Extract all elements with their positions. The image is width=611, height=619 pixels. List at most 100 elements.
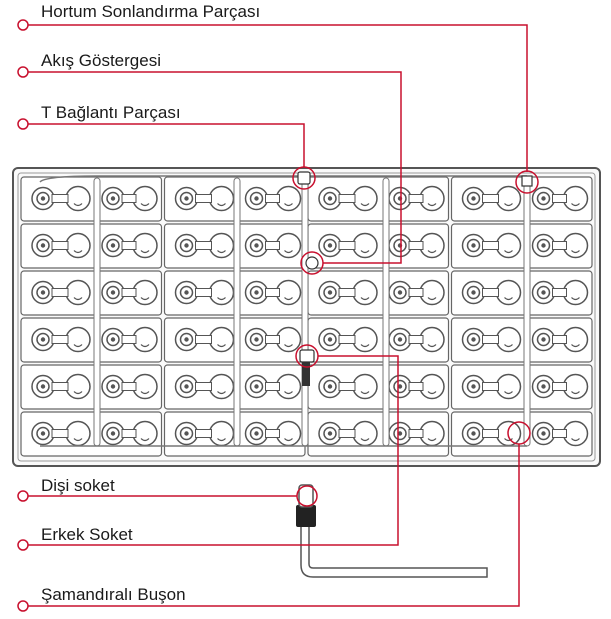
terminal-center bbox=[471, 431, 476, 436]
flow-indicator-fitting bbox=[305, 256, 319, 270]
terminal-bridge bbox=[338, 288, 356, 297]
vent-plug-mark bbox=[284, 250, 293, 254]
vent-plug bbox=[275, 185, 302, 212]
terminal-ring bbox=[106, 332, 120, 347]
vent-plug bbox=[352, 279, 378, 306]
vent-plug-mark bbox=[140, 297, 150, 301]
terminal-center bbox=[40, 384, 46, 389]
terminal-ring bbox=[536, 285, 551, 300]
terminal-ring bbox=[179, 426, 194, 441]
terminal-ring bbox=[536, 238, 551, 253]
terminal-ring bbox=[466, 285, 481, 300]
vent-plug bbox=[132, 420, 158, 447]
callout-flow-indicator-circle bbox=[300, 251, 324, 275]
terminal-center bbox=[541, 337, 546, 342]
label-flow-indicator: Akış Göstergesi bbox=[41, 51, 161, 70]
terminal-center bbox=[254, 384, 259, 389]
pipe-vertical bbox=[93, 177, 101, 447]
label-hose-end: Hortum Sonlandırma Parçası bbox=[41, 2, 261, 21]
label-t-connector: T Bağlantı Parçası bbox=[41, 103, 181, 122]
label-float-plug: Şamandıralı Buşon bbox=[41, 585, 186, 604]
terminal-bridge bbox=[121, 288, 137, 297]
terminal-center bbox=[184, 384, 189, 389]
callout-hose-end-circle bbox=[515, 170, 539, 194]
terminal-ring bbox=[106, 379, 120, 394]
vent-plug-mark bbox=[427, 297, 437, 301]
vent-plug bbox=[132, 326, 158, 353]
cell-block bbox=[20, 270, 163, 316]
vent-plug bbox=[495, 373, 522, 400]
terminal-center bbox=[184, 431, 189, 436]
vent-plug-mark bbox=[73, 297, 83, 301]
terminal-center bbox=[471, 290, 476, 295]
vent-plug bbox=[65, 326, 91, 353]
vent-plug-mark bbox=[504, 344, 513, 348]
terminal-ring bbox=[466, 426, 481, 441]
terminal-ring bbox=[36, 332, 50, 347]
vent-plug-mark bbox=[140, 344, 150, 348]
terminal-center bbox=[254, 337, 259, 342]
callout-t-connector-circle bbox=[292, 166, 316, 190]
vent-plug bbox=[419, 232, 445, 259]
terminal-ring bbox=[466, 238, 481, 253]
terminal-bridge bbox=[51, 194, 69, 203]
terminal-center bbox=[397, 290, 403, 295]
vent-plug bbox=[562, 185, 589, 212]
vent-plug bbox=[208, 373, 235, 400]
terminal-center bbox=[541, 196, 546, 201]
vent-plug bbox=[208, 232, 235, 259]
callout-male-socket-line bbox=[28, 355, 399, 546]
terminal-center bbox=[541, 384, 546, 389]
terminal-bridge bbox=[265, 382, 280, 391]
callout-hose-end-line bbox=[28, 24, 528, 172]
terminal-ring bbox=[323, 285, 337, 300]
terminal-bridge bbox=[408, 429, 424, 438]
terminal-ring bbox=[106, 285, 120, 300]
terminal-ring bbox=[36, 191, 50, 206]
terminal-ring bbox=[249, 238, 264, 253]
terminal-ring bbox=[36, 426, 50, 441]
callout-female-socket-dot bbox=[17, 490, 29, 502]
terminal-center bbox=[40, 196, 46, 201]
vent-plug bbox=[208, 279, 235, 306]
terminal-center bbox=[541, 243, 546, 248]
terminal-ring bbox=[536, 191, 551, 206]
vent-plug-mark bbox=[217, 250, 226, 254]
vent-plug bbox=[562, 373, 589, 400]
terminal-center bbox=[110, 431, 116, 436]
vent-plug-mark bbox=[284, 344, 293, 348]
terminal-ring bbox=[106, 238, 120, 253]
cell-block bbox=[20, 364, 163, 410]
terminal-center bbox=[40, 431, 46, 436]
vent-plug-mark bbox=[217, 391, 226, 395]
vent-plug-mark bbox=[360, 297, 370, 301]
vent-plug-mark bbox=[427, 250, 437, 254]
cell-block bbox=[450, 270, 593, 316]
pipe-manifold-top bbox=[39, 175, 527, 183]
terminal-ring bbox=[106, 426, 120, 441]
cell-block bbox=[450, 364, 593, 410]
vent-plug bbox=[352, 373, 378, 400]
terminal-center bbox=[327, 243, 333, 248]
vent-plug-mark bbox=[504, 391, 513, 395]
vent-plug bbox=[132, 279, 158, 306]
external-hose bbox=[300, 525, 488, 578]
terminal-ring bbox=[536, 379, 551, 394]
vent-plug bbox=[419, 373, 445, 400]
terminal-center bbox=[471, 384, 476, 389]
terminal-bridge bbox=[552, 429, 567, 438]
vent-plug-mark bbox=[360, 203, 370, 207]
cell-block bbox=[20, 411, 163, 457]
vent-plug-mark bbox=[427, 203, 437, 207]
vent-plug-mark bbox=[571, 203, 580, 207]
hose-drop bbox=[302, 362, 310, 386]
pipe-vertical bbox=[301, 177, 309, 447]
callout-float-plug-line bbox=[28, 444, 520, 607]
label-female-socket: Dişi soket bbox=[41, 476, 115, 495]
terminal-bridge bbox=[195, 288, 212, 297]
vent-plug-mark bbox=[140, 438, 150, 442]
vent-plug-mark bbox=[140, 250, 150, 254]
terminal-bridge bbox=[338, 382, 356, 391]
terminal-center bbox=[110, 243, 116, 248]
vent-plug-mark bbox=[284, 203, 293, 207]
